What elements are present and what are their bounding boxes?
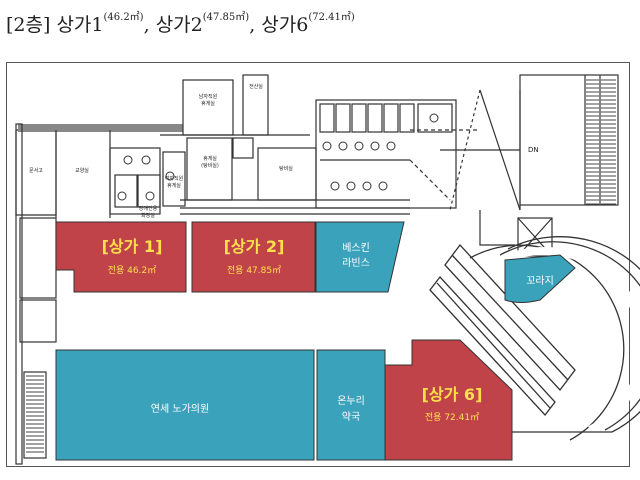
baskin-block[interactable] — [315, 221, 405, 293]
fixtures — [117, 113, 439, 201]
pharmacy-line1: 온누리 — [337, 395, 365, 407]
heading-item-2: 상가2(47.85㎡), — [155, 12, 256, 36]
service-area-lines — [15, 74, 619, 465]
dn-label: DN — [528, 146, 539, 154]
stair-hatch-left — [26, 375, 44, 453]
room-label-a: 문서고 — [29, 167, 43, 174]
korazi-name: 꼬라지 — [526, 275, 554, 287]
room-label-b: 교양실 — [75, 167, 89, 174]
baskin-line1: 베스킨 — [342, 242, 370, 254]
baskin-line2: 라빈스 — [342, 257, 370, 269]
clinic-block[interactable] — [55, 349, 315, 461]
unit-blocks — [55, 221, 576, 461]
store6-block[interactable] — [384, 339, 513, 461]
floor-label: [2층] — [6, 14, 51, 36]
pharmacy-block[interactable] — [316, 349, 386, 461]
store1-block[interactable] — [55, 221, 187, 293]
clinic-name: 연세 노가의원 — [151, 403, 209, 415]
store6-name: [상가 6] — [422, 385, 483, 404]
pharmacy-line2: 약국 — [342, 411, 360, 423]
room-label-e: 휴게실(탕비실) — [201, 155, 219, 169]
stair-hatch — [586, 79, 616, 205]
store2-name: [상가 2] — [224, 237, 285, 256]
room-label-d: 전산실 — [249, 83, 263, 90]
store1-name: [상가 1] — [102, 237, 163, 256]
store2-area: 전용 47.85㎡ — [227, 265, 281, 276]
heading-item-1: 상가1(46.2㎡), — [56, 12, 150, 36]
page-title: [2층] 상가1(46.2㎡), 상가2(47.85㎡), 상가6(72.41㎡… — [6, 10, 355, 37]
store2-block[interactable] — [191, 221, 316, 293]
korazi-block[interactable] — [504, 254, 576, 303]
store1-area: 전용 46.2㎡ — [108, 265, 156, 276]
floor-plan-frame — [6, 62, 630, 467]
escalator — [429, 236, 640, 441]
heading-item-3: 상가6(72.41㎡) — [261, 12, 355, 36]
room-label-f: 탕비실 — [279, 165, 293, 172]
store6-area: 전용 72.41㎡ — [425, 412, 479, 423]
